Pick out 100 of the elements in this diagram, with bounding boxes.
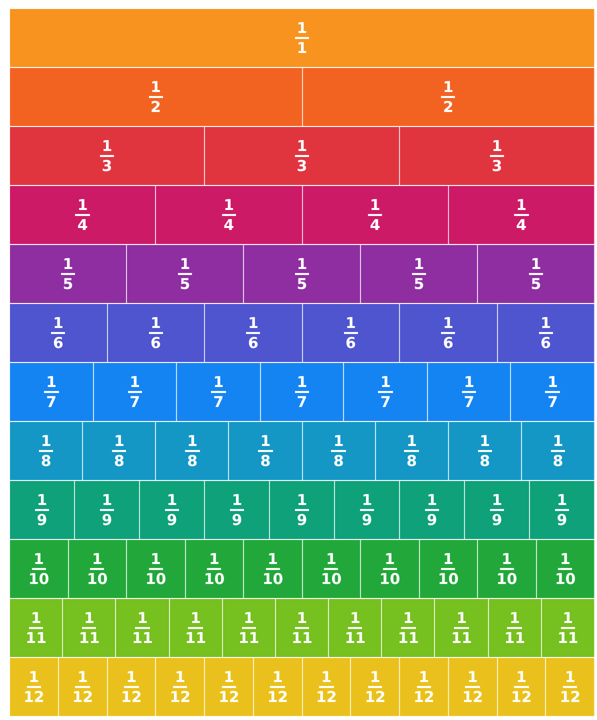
denominator: 10: [261, 570, 284, 588]
fraction-strip: [10, 127, 205, 185]
fraction-strip: [270, 481, 335, 539]
denominator: 2: [442, 98, 454, 116]
fraction-strip: [536, 540, 595, 598]
denominator: 9: [556, 510, 568, 528]
numerator: 1: [324, 550, 338, 570]
denominator: 11: [24, 628, 48, 646]
numerator: 1: [550, 432, 566, 452]
fraction-strip: [302, 658, 352, 716]
fraction-strip: [335, 481, 400, 539]
denominator: 4: [515, 216, 528, 234]
fraction-strip: [302, 304, 400, 362]
numerator: 1: [554, 492, 570, 510]
denominator: 6: [344, 334, 357, 352]
fraction-strip: [156, 186, 302, 244]
denominator: 11: [556, 628, 580, 646]
numerator: 1: [246, 314, 260, 334]
numerator: 1: [38, 432, 54, 452]
fraction-strip: [498, 658, 546, 716]
numerator: 1: [478, 432, 492, 452]
fraction-strip: [127, 540, 186, 598]
fraction-strip: [478, 245, 595, 303]
numerator: 1: [112, 432, 126, 452]
denominator: 11: [396, 628, 420, 646]
fraction-strip: [58, 658, 108, 716]
numerator: 1: [331, 432, 346, 452]
denominator: 10: [320, 570, 343, 588]
fraction-strip: [10, 658, 59, 716]
denominator: 9: [100, 510, 114, 528]
fraction-strip: [546, 658, 595, 716]
fraction-strip: [498, 304, 595, 362]
numerator: 1: [100, 492, 114, 510]
fraction-strip: [229, 422, 302, 480]
numerator: 1: [90, 550, 104, 570]
fraction-strip: [10, 422, 84, 480]
denominator: 10: [436, 570, 460, 588]
numerator: 1: [294, 256, 310, 274]
numerator: 1: [514, 668, 529, 688]
denominator: 12: [217, 688, 240, 706]
fraction-strip: [428, 363, 512, 421]
fraction-strip: [260, 363, 344, 421]
numerator: 1: [222, 668, 236, 688]
fraction-strip: [420, 540, 478, 598]
denominator: 11: [344, 628, 367, 646]
denominator: 9: [166, 510, 178, 528]
fraction-strip: [10, 363, 94, 421]
denominator: 5: [178, 274, 192, 292]
denominator: 12: [364, 688, 387, 706]
numerator: 1: [135, 610, 150, 628]
fraction-strip: [156, 658, 205, 716]
fraction-strip: [186, 540, 244, 598]
denominator: 10: [27, 570, 50, 588]
fraction-strip: [205, 127, 400, 185]
fraction-strip: [205, 304, 302, 362]
denominator: 11: [450, 628, 473, 646]
denominator: 12: [412, 688, 436, 706]
fraction-strip: [116, 599, 170, 657]
numerator: 1: [465, 668, 480, 688]
denominator: 8: [405, 452, 418, 470]
fraction-strip: [400, 658, 449, 716]
numerator: 1: [100, 138, 114, 156]
numerator: 1: [441, 550, 456, 570]
numerator: 1: [528, 256, 544, 274]
denominator: 11: [290, 628, 314, 646]
fraction-strip: [382, 599, 436, 657]
denominator: 3: [100, 156, 114, 174]
denominator: 11: [78, 628, 101, 646]
denominator: 7: [546, 392, 559, 410]
fraction-strip: [448, 186, 595, 244]
denominator: 12: [558, 688, 582, 706]
fraction-strip: [361, 245, 478, 303]
numerator: 1: [507, 610, 522, 628]
denominator: 12: [461, 688, 484, 706]
fraction-strip: [68, 540, 127, 598]
numerator: 1: [538, 314, 553, 334]
denominator: 9: [490, 510, 504, 528]
fraction-strip: [170, 599, 223, 657]
numerator: 1: [222, 196, 236, 216]
numerator: 1: [454, 610, 469, 628]
numerator: 1: [416, 668, 432, 688]
fraction-strip: [276, 599, 330, 657]
numerator: 1: [368, 668, 382, 688]
denominator: 9: [230, 510, 244, 528]
fraction-strip: [140, 481, 205, 539]
fraction-strip: [361, 540, 420, 598]
fraction-strip: [465, 481, 530, 539]
fraction-strip: [530, 481, 595, 539]
denominator: 2: [150, 98, 162, 116]
numerator: 1: [230, 492, 244, 510]
numerator: 1: [360, 492, 374, 510]
numerator: 1: [344, 314, 358, 334]
denominator: 11: [184, 628, 208, 646]
numerator: 1: [75, 668, 90, 688]
fraction-strip: [10, 481, 75, 539]
denominator: 12: [314, 688, 338, 706]
fraction-strip: [83, 422, 156, 480]
denominator: 12: [22, 688, 46, 706]
denominator: 11: [503, 628, 526, 646]
numerator: 1: [490, 492, 504, 510]
